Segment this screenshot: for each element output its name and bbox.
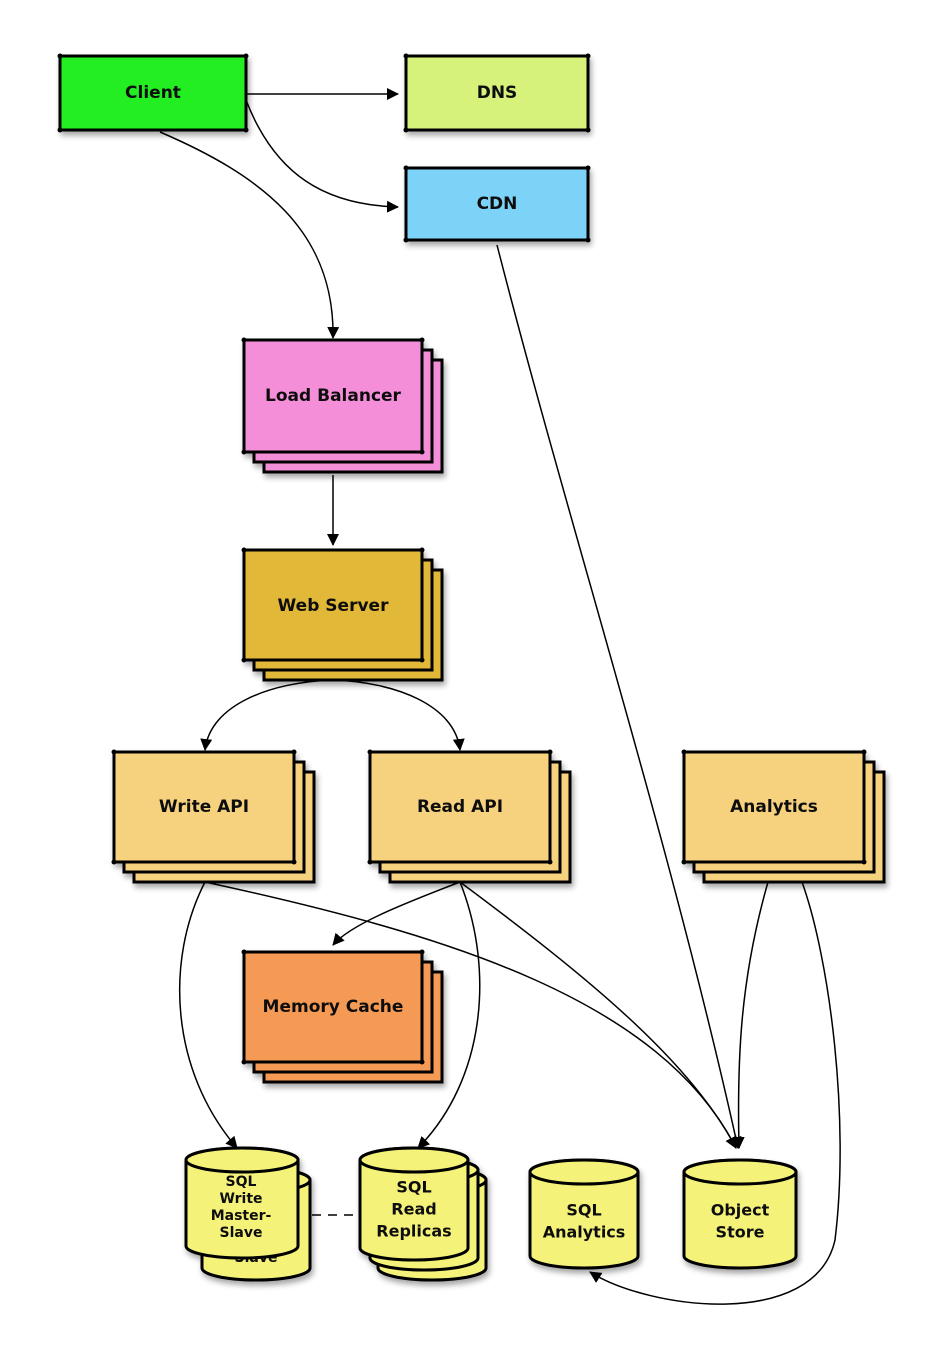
cdn-label: CDN (477, 194, 518, 214)
web-server-label: Web Server (278, 596, 390, 616)
sql-analytics-label-line-1: SQL (566, 1201, 601, 1220)
edge-web-server-write-api (200, 679, 334, 751)
edge-web-server-read-api (332, 679, 465, 751)
edge-cdn-object-store (496, 244, 742, 1149)
write-api-label: Write API (159, 797, 249, 817)
analytics-box (682, 750, 866, 864)
node-dns: DNS (404, 54, 590, 132)
node-memory-cache: Memory Cache (242, 950, 444, 1084)
node-cdn: CDN (404, 166, 590, 242)
edge-read-api-object-store (459, 881, 737, 1149)
object-store-label-line-2: Store (716, 1223, 765, 1242)
client-label: Client (125, 83, 181, 103)
edge-write-api-sql-write (178, 881, 238, 1149)
node-analytics: Analytics (682, 750, 886, 884)
corner-dots (57, 53, 867, 1065)
dns-label: DNS (477, 83, 518, 103)
edge-read-api-memory-cache (332, 881, 461, 946)
sql-write-front-cylinder: SQL Write Master- Slave (184, 1146, 300, 1260)
sql-read-label-line-2: Read (391, 1200, 436, 1219)
dns-box (404, 54, 590, 132)
analytics-label: Analytics (730, 797, 818, 817)
node-sql-read: SQL Read Replicas (358, 1146, 488, 1282)
node-web-server: Web Server (242, 548, 444, 682)
node-write-api: Write API (112, 750, 316, 884)
edge-write-api-object-store (204, 881, 737, 1149)
sql-write-label-line-4: Slave (220, 1225, 263, 1241)
node-load-balancer: Load Balancer (242, 338, 444, 474)
edge-analytics-object-store (732, 881, 769, 1149)
memory-cache-label: Memory Cache (263, 997, 404, 1017)
node-sql-write: Slave SQL Write Master- Slave (184, 1146, 312, 1282)
client-box (58, 54, 248, 132)
edges (159, 88, 841, 1305)
load-balancer-label: Load Balancer (265, 386, 402, 406)
sql-write-label-line-3: Master- (211, 1208, 272, 1224)
sql-analytics-label-line-2: Analytics (543, 1223, 626, 1242)
memory-cache-box (242, 950, 424, 1064)
read-api-label: Read API (417, 797, 503, 817)
node-object-store: Object Store (682, 1158, 798, 1270)
edge-client-cdn (245, 99, 399, 213)
node-read-api: Read API (368, 750, 572, 884)
sql-write-label-line-2: Write (219, 1191, 262, 1207)
write-api-box (112, 750, 296, 864)
edge-client-load-balancer (159, 131, 340, 339)
edge-read-api-sql-read (417, 881, 481, 1149)
sql-write-label-line-1: SQL (226, 1174, 257, 1190)
edge-analytics-sql-analytics (589, 881, 841, 1305)
web-server-box (242, 548, 424, 662)
node-client: Client (58, 54, 248, 132)
object-store-label-line-1: Object (711, 1201, 770, 1220)
sql-read-label-line-1: SQL (396, 1178, 431, 1197)
load-balancer-box (242, 338, 424, 454)
cdn-box (404, 166, 590, 242)
node-sql-analytics: SQL Analytics (528, 1158, 640, 1270)
read-api-box (368, 750, 552, 864)
sql-read-front-cylinder: SQL Read Replicas (358, 1146, 470, 1262)
sql-read-label-line-3: Replicas (376, 1222, 451, 1241)
